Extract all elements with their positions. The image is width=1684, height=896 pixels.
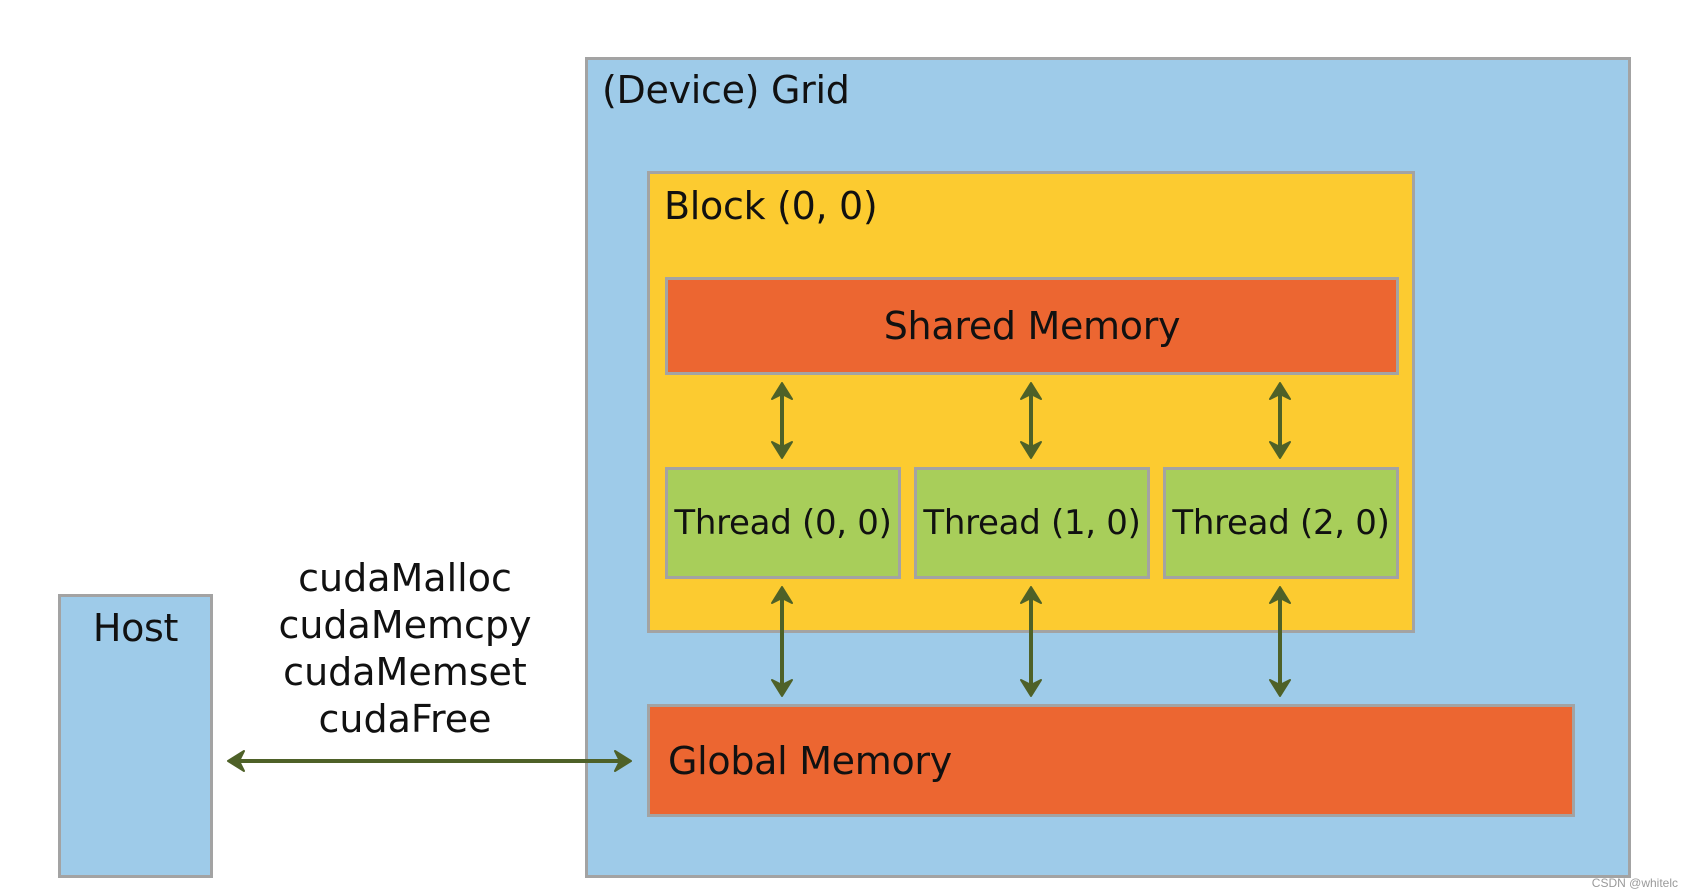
thread-label: Thread (2, 0) — [1172, 503, 1390, 543]
thread-2-0: Thread (2, 0) — [1163, 467, 1399, 579]
host-device-api-list: cudaMalloc cudaMemcpy cudaMemset cudaFre… — [250, 555, 560, 743]
global-memory-label: Global Memory — [668, 738, 952, 783]
api-call-label: cudaMemset — [283, 650, 527, 694]
api-call-label: cudaMemcpy — [278, 603, 532, 647]
arrow-host-global-head-start — [227, 750, 245, 772]
shared-memory-label: Shared Memory — [883, 304, 1181, 348]
shared-memory: Shared Memory — [665, 277, 1399, 375]
thread-label: Thread (1, 0) — [923, 503, 1141, 543]
api-call-label: cudaMalloc — [298, 556, 512, 600]
host-label: Host — [92, 606, 179, 650]
thread-1-0: Thread (1, 0) — [914, 467, 1150, 579]
watermark: CSDN @whitelc — [1591, 876, 1678, 890]
block-title: Block (0, 0) — [664, 184, 878, 228]
thread-label: Thread (0, 0) — [674, 503, 892, 543]
thread-0-0: Thread (0, 0) — [665, 467, 901, 579]
grid-title: (Device) Grid — [602, 68, 850, 112]
host-box — [58, 594, 213, 878]
global-memory: Global Memory — [647, 704, 1575, 817]
api-call-label: cudaFree — [318, 697, 492, 741]
